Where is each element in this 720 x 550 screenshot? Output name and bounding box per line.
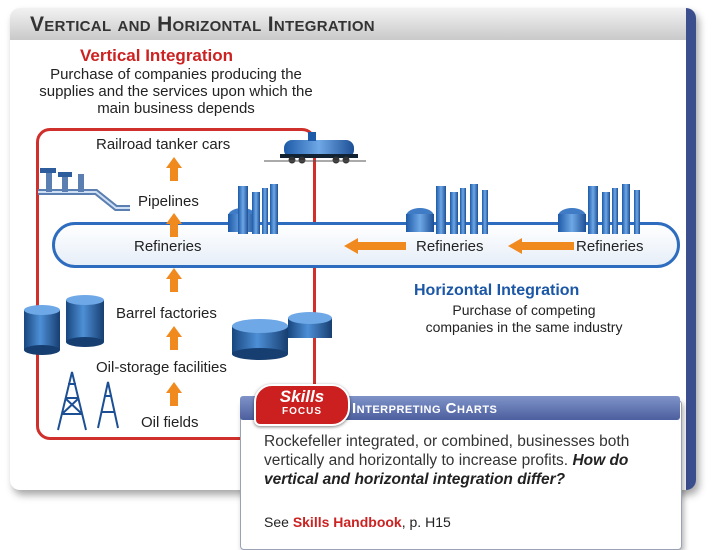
horizontal-description: Purchase of competing companies in the s… [425,302,623,335]
stage-railroad-tanker-cars: Railroad tanker cars [96,136,231,153]
railcar-icon [264,132,366,164]
badge-focus-label: FOCUS [282,406,322,417]
vertical-heading: Vertical Integration [80,46,234,65]
refinery-icon [228,184,278,234]
vertical-bracket [36,128,316,440]
oil-derrick-icon [57,371,119,431]
horizontal-refineries-2: Refineries [576,238,644,255]
skills-see-reference: See Skills Handbook, p. H15 [264,514,451,530]
side-accent [686,8,696,490]
see-prefix: See [264,514,289,530]
stage-barrel-factories: Barrel factories [116,305,217,322]
skills-question: How do vertical and horizontal integrati… [264,452,629,488]
stage-oil-fields: Oil fields [141,414,199,431]
badge-skills-label: Skills [279,387,325,406]
see-page: , p. H15 [401,514,451,530]
vertical-description: Purchase of companies producing the supp… [39,66,313,117]
barrel-icon [24,295,104,355]
page-title: Vertical and Horizontal Integration [30,13,375,36]
skills-handbook-link[interactable]: Skills Handbook [292,514,402,530]
title-bar: Vertical and Horizontal Integration [10,8,696,40]
stage-oil-storage: Oil-storage facilities [96,359,227,376]
skills-body-text: Rockefeller integrated, or combined, bus… [264,433,630,469]
skills-focus-badge: Skills FOCUS [254,384,350,426]
stage-refineries: Refineries [134,238,202,255]
horizontal-refineries-1: Refineries [416,238,484,255]
refinery-icon [558,184,640,234]
refinery-icon [406,184,488,234]
storage-tank-icon [232,312,332,360]
stage-pipelines: Pipelines [138,193,199,210]
pipeline-icon [38,168,130,211]
horizontal-heading: Horizontal Integration [414,282,580,299]
skills-title: Interpreting Charts [352,400,498,417]
skills-body: Rockefeller integrated, or combined, bus… [264,432,664,489]
